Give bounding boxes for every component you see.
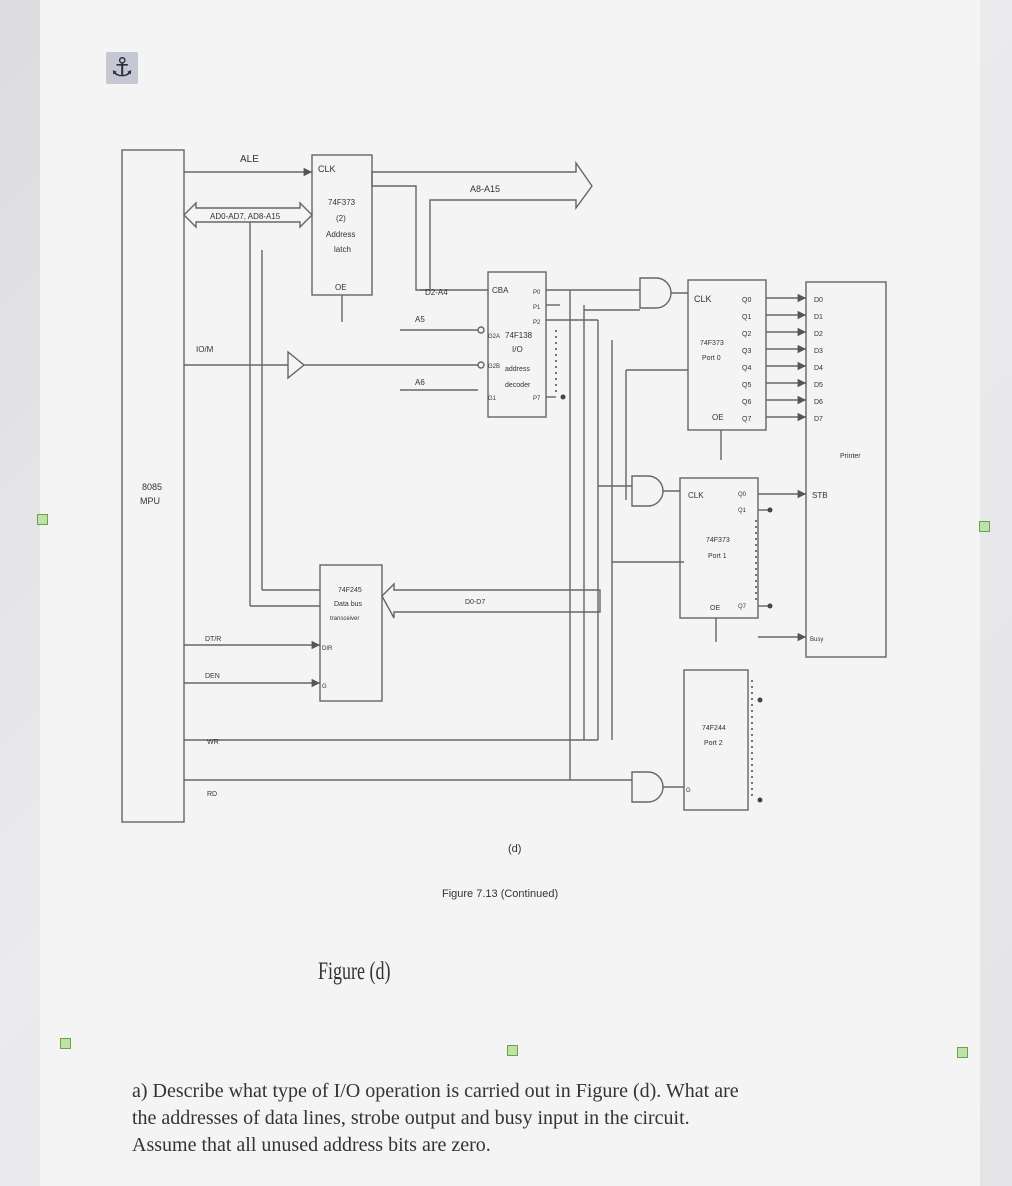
question-line-2: the addresses of data lines, strobe outp… — [132, 1107, 690, 1129]
xcvr-l2: Data bus — [334, 601, 363, 608]
dec-p1: P1 — [533, 305, 541, 311]
xcvr-l3: transceiver — [330, 616, 359, 622]
port0-q4: Q4 — [742, 365, 751, 372]
wr-label: WR — [207, 739, 219, 746]
port0-clk: CLK — [694, 294, 712, 304]
and-gate-port0 — [639, 277, 672, 309]
printer-d6: D6 — [814, 399, 823, 406]
port0-l1: 74F373 — [700, 340, 724, 347]
port1-oe: OE — [710, 605, 720, 612]
stb-label: STB — [812, 491, 828, 500]
port0-q5: Q5 — [742, 382, 751, 389]
dec-in1: D2-A4 — [425, 288, 448, 297]
dtr-label: DT/R — [205, 636, 221, 643]
buffer-l1: 74F244 — [702, 725, 726, 732]
transceiver-block — [319, 564, 383, 702]
latch-clk: CLK — [318, 164, 336, 174]
address-latch-block — [311, 154, 373, 296]
port1-latch-block — [679, 477, 759, 619]
xcvr-dir: DIR — [322, 646, 333, 652]
dec-g2a: G2A — [488, 334, 500, 340]
and-gate-port1 — [631, 475, 664, 507]
mpu-label-2: MPU — [140, 496, 160, 506]
printer-d1: D1 — [814, 314, 823, 321]
sub-label: (d) — [508, 843, 521, 855]
printer-d4: D4 — [814, 365, 823, 372]
latch-l4: latch — [334, 245, 351, 254]
buffer-g: G — [686, 788, 691, 794]
port1-q0: Q0 — [738, 492, 747, 498]
port0-q3: Q3 — [742, 348, 751, 355]
printer-d3: D3 — [814, 348, 823, 355]
rd-label: RD — [207, 791, 217, 798]
latch-oe: OE — [335, 283, 347, 292]
dec-p2: P2 — [533, 320, 541, 326]
port1-clk: CLK — [688, 491, 704, 500]
port0-q6: Q6 — [742, 399, 751, 406]
anchor-icon[interactable]: ⚓ — [106, 52, 138, 84]
buffer-block — [683, 669, 749, 811]
resize-handle-bottom-left[interactable] — [60, 1038, 71, 1049]
latch-l1: 74F373 — [328, 198, 356, 207]
dec-l4: decoder — [505, 382, 531, 389]
resize-handle-bottom-right[interactable] — [957, 1047, 968, 1058]
xcvr-g: G — [322, 684, 327, 690]
port0-q7: Q7 — [742, 416, 751, 423]
port0-latch-block — [687, 279, 767, 431]
port1-l2: Port 1 — [708, 553, 727, 560]
question-line-3: Assume that all unused address bits are … — [132, 1134, 491, 1156]
dec-in3: A6 — [415, 378, 425, 387]
address-bus-arrow — [371, 160, 593, 291]
dec-g1: G1 — [488, 396, 497, 402]
buffer-l2: Port 2 — [704, 740, 723, 747]
dec-p0: P0 — [533, 290, 541, 296]
den-label: DEN — [205, 673, 220, 680]
dec-g2b: G2B — [488, 364, 500, 370]
dec-l1: 74F138 — [505, 331, 533, 340]
port1-q1: Q1 — [738, 508, 747, 514]
document-page — [40, 0, 980, 1186]
dec-in2: A5 — [415, 315, 425, 324]
data-bus-label: D0-D7 — [465, 599, 485, 606]
dec-p7: P7 — [533, 396, 541, 402]
mpu-block — [121, 149, 185, 823]
resize-handle-left[interactable] — [37, 514, 48, 525]
dec-l3: address — [505, 366, 530, 373]
latch-l3: Address — [326, 230, 355, 239]
printer-d0: D0 — [814, 297, 823, 304]
question-text: a) Describe what type of I/O operation i… — [132, 1078, 932, 1159]
xcvr-l1: 74F245 — [338, 587, 362, 594]
port0-l2: Port 0 — [702, 355, 721, 362]
figure-label: Figure (d) — [318, 958, 391, 985]
dec-l2: I/O — [512, 345, 523, 354]
iom-inverter — [287, 350, 306, 380]
data-bus-arrow — [381, 582, 601, 619]
port1-q7: Q7 — [738, 604, 747, 610]
resize-handle-bottom-center[interactable] — [507, 1045, 518, 1056]
latch-l2: (2) — [336, 214, 346, 223]
ad-bus-label: AD0-AD7, AD8-A15 — [210, 212, 281, 221]
question-line-1: a) Describe what type of I/O operation i… — [132, 1080, 739, 1102]
port0-q0: Q0 — [742, 297, 751, 304]
printer-d2: D2 — [814, 331, 823, 338]
busy-label: Busy — [810, 637, 823, 643]
iom-label: IO/M — [196, 345, 214, 354]
ale-label: ALE — [240, 154, 259, 165]
printer-label: Printer — [840, 453, 861, 460]
printer-d5: D5 — [814, 382, 823, 389]
dec-cba: CBA — [492, 286, 509, 295]
printer-block — [805, 281, 887, 658]
figure-caption: Figure 7.13 (Continued) — [442, 888, 558, 900]
port0-q2: Q2 — [742, 331, 751, 338]
port0-q1: Q1 — [742, 314, 751, 321]
printer-d7: D7 — [814, 416, 823, 423]
mpu-label-1: 8085 — [142, 482, 162, 492]
addr-bus-label: A8-A15 — [470, 184, 500, 194]
and-gate-port2 — [631, 771, 664, 803]
port1-l1: 74F373 — [706, 537, 730, 544]
port0-oe: OE — [712, 413, 724, 422]
decoder-block — [487, 271, 547, 418]
resize-handle-right[interactable] — [979, 521, 990, 532]
